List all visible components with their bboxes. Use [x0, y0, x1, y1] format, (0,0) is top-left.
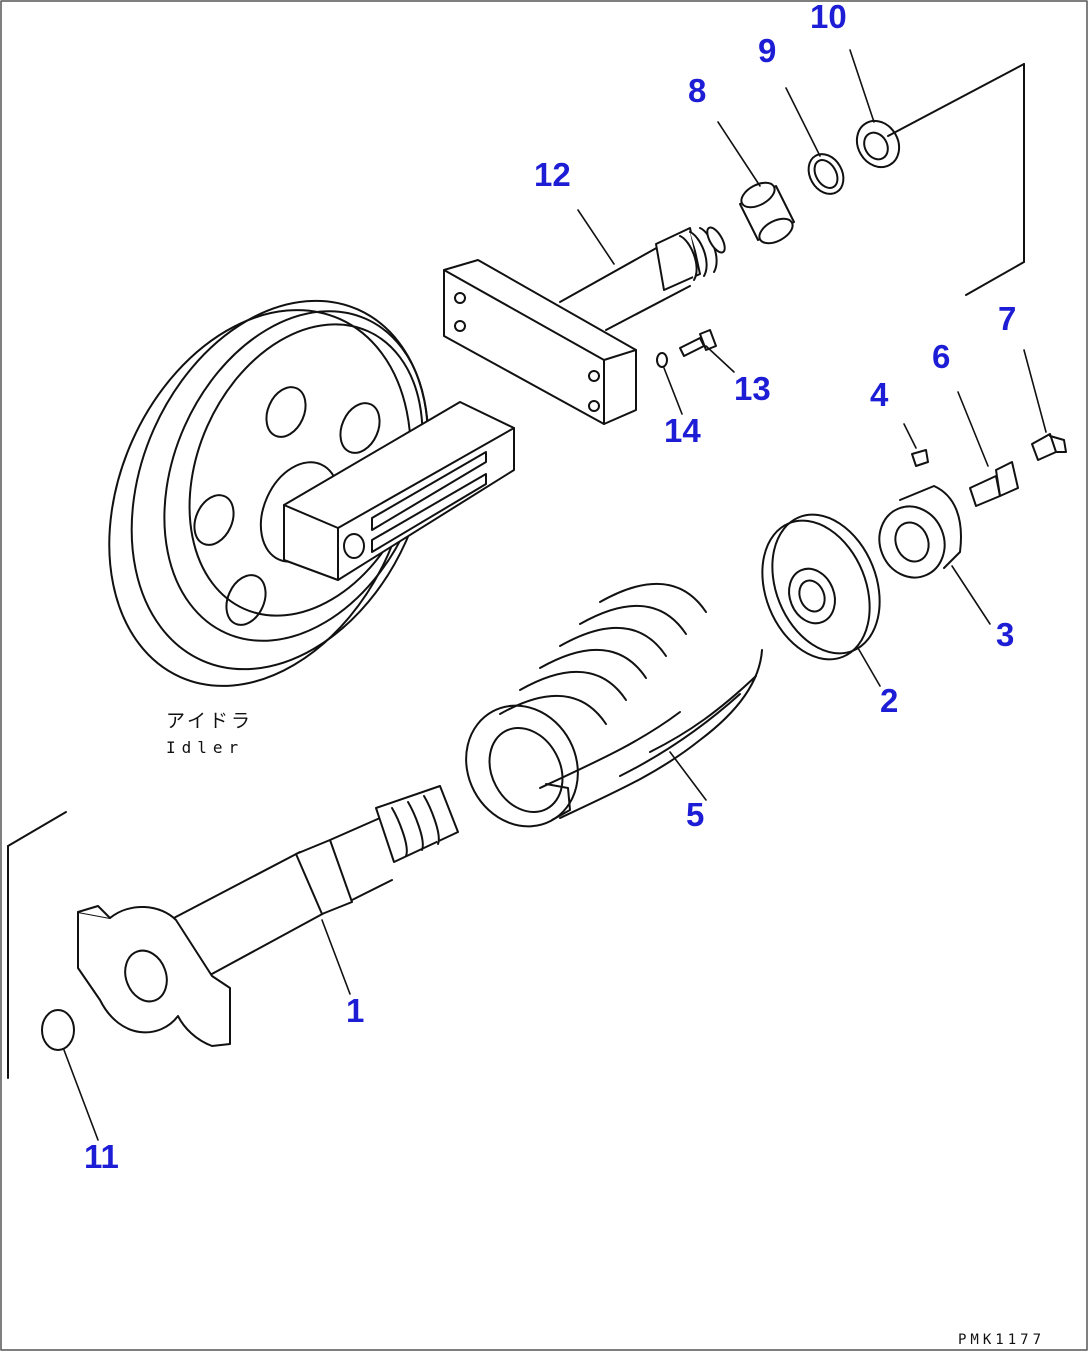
- idler-yoke: [283, 401, 515, 581]
- callout-6[interactable]: 6: [932, 338, 951, 375]
- part-11-plug: [41, 1009, 75, 1051]
- part-3-nut: [878, 485, 962, 579]
- leader-lines: [63, 49, 1047, 1141]
- leader-5: [669, 751, 707, 801]
- part-4-set-screw: [911, 449, 929, 467]
- frame-outline-bottom-left: [7, 811, 67, 1079]
- idler-caption-japanese: アイドラ: [166, 710, 254, 732]
- part-2-plate: [761, 513, 881, 661]
- callout-5[interactable]: 5: [686, 796, 705, 833]
- part-13-bolt: [679, 329, 717, 357]
- leader-1: [321, 919, 351, 995]
- callout-3[interactable]: 3: [996, 616, 1015, 653]
- callout-12[interactable]: 12: [534, 156, 571, 193]
- idler-hole-3: [193, 494, 235, 546]
- part-9-ring: [807, 153, 845, 195]
- leader-11: [63, 1049, 99, 1141]
- callout-10[interactable]: 10: [810, 0, 847, 35]
- part-8-bushing: [739, 181, 795, 245]
- idler-caption-english: Idler: [166, 738, 245, 757]
- leader-12: [577, 209, 615, 265]
- callout-13[interactable]: 13: [734, 370, 771, 407]
- idler-hole-2: [339, 402, 381, 454]
- callout-7[interactable]: 7: [998, 300, 1017, 337]
- idler-hole-1: [265, 386, 307, 438]
- leader-4: [903, 423, 917, 449]
- part-7-grease-fitting: [1031, 433, 1067, 461]
- leader-9: [785, 87, 821, 157]
- callout-9[interactable]: 9: [758, 32, 777, 69]
- callout-4[interactable]: 4: [870, 376, 889, 413]
- part-12-bracket: [443, 226, 726, 425]
- callout-14[interactable]: 14: [664, 412, 701, 449]
- part-6-valve: [969, 461, 1019, 507]
- drawing-code: PMK1177: [958, 1332, 1046, 1348]
- part-10-seal: [855, 119, 901, 169]
- leader-13: [705, 345, 735, 373]
- frame-outline-top-right: [887, 63, 1025, 296]
- leader-8: [717, 121, 761, 187]
- idler-hole-4: [225, 574, 267, 626]
- part-14-washer: [656, 352, 668, 368]
- leader-7: [1023, 349, 1047, 433]
- leader-10: [849, 49, 875, 123]
- callout-11[interactable]: 11: [84, 1138, 119, 1175]
- callout-1[interactable]: 1: [346, 992, 365, 1029]
- callout-2[interactable]: 2: [880, 682, 899, 719]
- leader-6: [957, 391, 989, 467]
- callout-8[interactable]: 8: [688, 72, 707, 109]
- leader-3: [951, 565, 991, 625]
- part-5-spring: [465, 583, 763, 828]
- leader-14: [663, 367, 683, 415]
- part-1-rod: [77, 785, 459, 1047]
- leader-2: [857, 647, 881, 687]
